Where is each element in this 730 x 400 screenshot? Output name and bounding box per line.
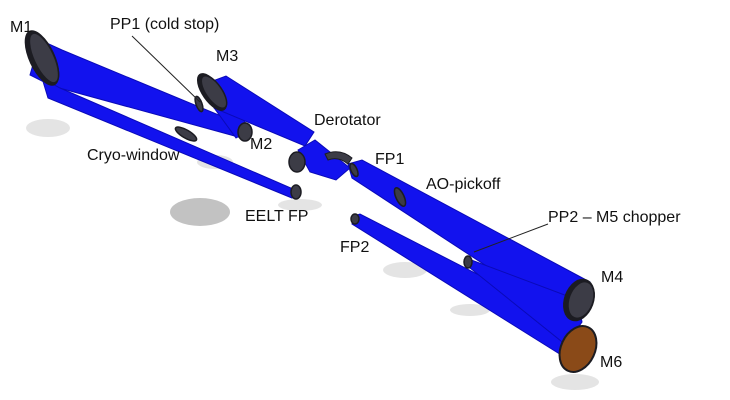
pp2-m5-element bbox=[463, 255, 473, 269]
label-pp1: PP1 (cold stop) bbox=[110, 16, 219, 33]
shadow-fp2 bbox=[383, 262, 427, 278]
shadow-eelt-fp bbox=[170, 198, 230, 226]
floor-shadows bbox=[26, 119, 599, 390]
mirror-m1-face bbox=[28, 32, 60, 84]
label-derotator: Derotator bbox=[314, 112, 381, 129]
mirror-m2 bbox=[237, 122, 253, 142]
shadow-m6 bbox=[551, 374, 599, 390]
pupil-pp1 bbox=[194, 95, 204, 113]
label-m3: M3 bbox=[216, 48, 238, 65]
mirror-m6 bbox=[558, 325, 598, 373]
leader-pp2 bbox=[473, 223, 549, 253]
beam-paths bbox=[29, 39, 591, 359]
leader-lines bbox=[131, 35, 549, 253]
label-ao-pickoff: AO-pickoff bbox=[426, 176, 501, 193]
label-cryo-window: Cryo-window bbox=[87, 147, 180, 164]
leader-pp1 bbox=[131, 35, 201, 103]
shadow-mid2 bbox=[450, 304, 490, 316]
cryo-window-element bbox=[174, 126, 198, 142]
label-m2: M2 bbox=[250, 136, 272, 153]
optical-components bbox=[24, 30, 598, 373]
labels: M1 PP1 (cold stop) M3 Derotator M2 Cryo-… bbox=[10, 16, 681, 371]
derotator-element bbox=[288, 151, 306, 173]
label-eelt-fp: EELT FP bbox=[245, 208, 308, 225]
eelt-fp-element bbox=[290, 184, 302, 200]
label-m1: M1 bbox=[10, 19, 32, 36]
label-m6: M6 bbox=[600, 354, 622, 371]
mirror-m4-face bbox=[567, 280, 595, 320]
mirror-m3-face bbox=[200, 75, 228, 109]
fp1-element bbox=[349, 162, 359, 178]
shadow-mid bbox=[278, 199, 322, 211]
label-fp1: FP1 bbox=[375, 151, 404, 168]
label-fp2: FP2 bbox=[340, 239, 369, 256]
derotator-cap bbox=[324, 151, 353, 165]
shadow-m1 bbox=[26, 119, 70, 137]
ao-pickoff-element bbox=[393, 187, 407, 207]
label-m4: M4 bbox=[601, 269, 623, 286]
label-pp2: PP2 – M5 chopper bbox=[548, 209, 681, 226]
fp2-element bbox=[350, 213, 360, 225]
